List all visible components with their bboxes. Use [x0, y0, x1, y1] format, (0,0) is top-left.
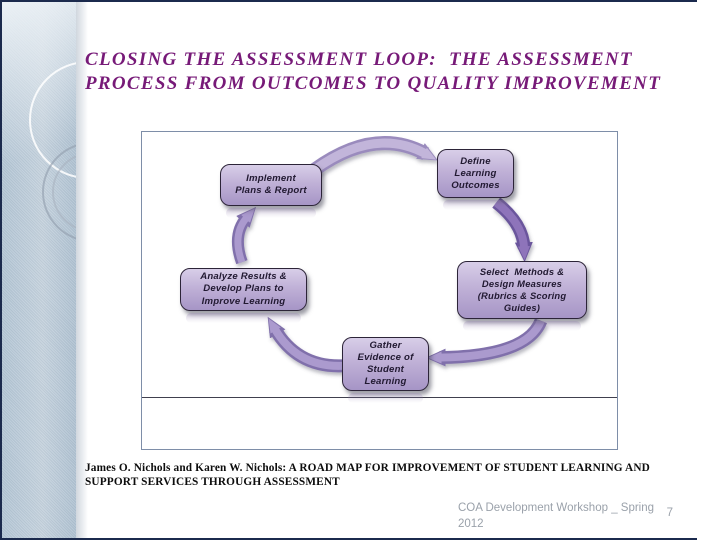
- slide-title-line1: CLOSING THE ASSESSMENT LOOP: THE ASSESSM…: [85, 49, 633, 70]
- slide-title: CLOSING THE ASSESSMENT LOOP: THE ASSESSM…: [85, 48, 661, 95]
- node-analyze-results-develop-plans: Analyze Results & Develop Plans to Impro…: [180, 268, 307, 323]
- arrow-define-to-select: [493, 199, 530, 261]
- arrow-select-to-gather: [427, 319, 545, 364]
- node-select-methods-design-measures: Select Methods & Design Measures (Rubric…: [457, 261, 587, 331]
- diagram-inner-border: [142, 397, 617, 398]
- arrow-implement-to-define: [311, 138, 437, 174]
- assessment-loop-diagram: Implement Plans & Report Define Learning…: [141, 131, 618, 450]
- slide-title-line2: PROCESS FROM OUTCOMES TO QUALITY IMPROVE…: [85, 72, 662, 94]
- left-decorative-bar: [2, 2, 76, 538]
- node-define-learning-outcomes: Define Learning Outcomes: [437, 149, 514, 210]
- bar-edge-shadow: [76, 2, 88, 538]
- citation-line2: SUPPORT SERVICES THROUGH ASSESSMENT: [85, 476, 340, 488]
- node-implement-plans-report: Implement Plans & Report: [220, 164, 322, 218]
- citation-line1: James O. Nichols and Karen W. Nichols: A…: [85, 462, 650, 474]
- footer-text: COA Development Workshop _ Spring 2012: [458, 502, 655, 530]
- node-gather-evidence-student-learning: Gather Evidence of Student Learning: [342, 337, 429, 403]
- slide-canvas: CLOSING THE ASSESSMENT LOOP: THE ASSESSM…: [0, 0, 697, 540]
- arrow-gather-to-analyze: [268, 318, 348, 370]
- cycle-arrows: [231, 136, 547, 373]
- citation: James O. Nichols and Karen W. Nichols: A…: [85, 461, 650, 489]
- page-number: 7: [666, 507, 673, 519]
- arrow-analyze-to-implement: [234, 208, 255, 264]
